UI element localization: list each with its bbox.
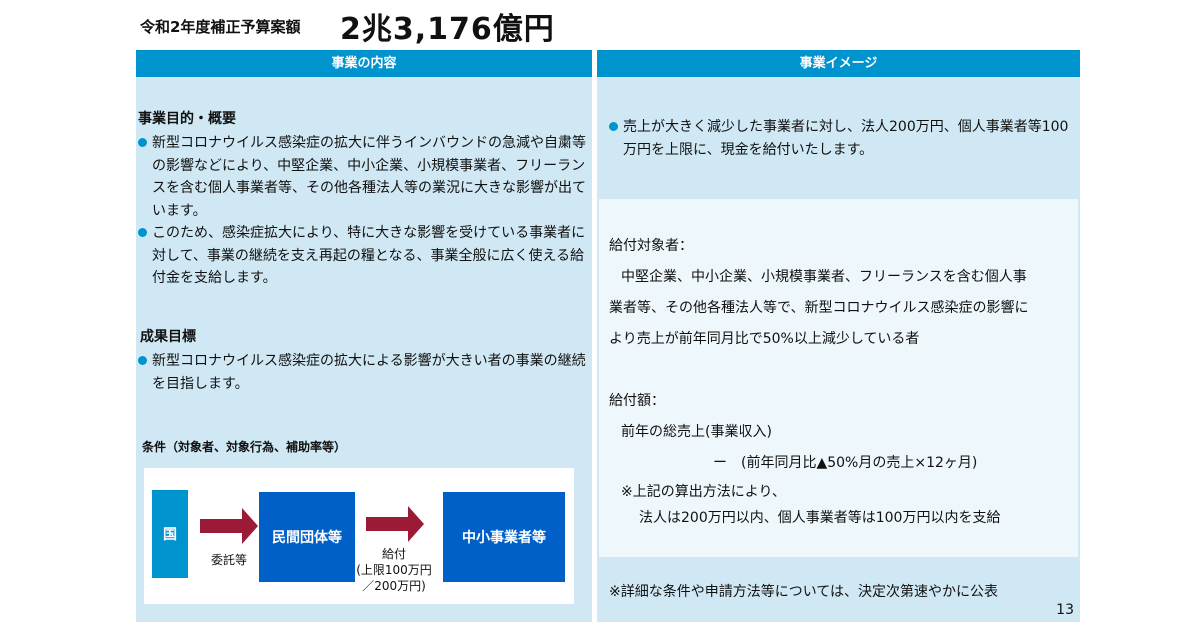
amount-note: 法人は200万円以内、個人事業者等は100万円以内を支給 bbox=[639, 510, 1001, 526]
flow-label-delegation: 委託等 bbox=[210, 553, 247, 567]
purpose-heading: 事業目的・概要 bbox=[138, 111, 236, 127]
arrow-icon bbox=[200, 508, 258, 544]
flow-label-payment: 給付 (上限100万円 ／200万円) bbox=[348, 546, 440, 594]
target-line: 業者等、その他各種法人等で、新型コロナウイルス感染症の影響に bbox=[609, 300, 1029, 316]
left-panel: 事業の内容 事業目的・概要 新型コロナウイルス感染症の拡大に伴うインバウンドの急… bbox=[136, 50, 592, 622]
goal-heading: 成果目標 bbox=[140, 329, 196, 345]
left-header: 事業の内容 bbox=[136, 50, 592, 77]
payment-limit: (上限100万円 bbox=[356, 563, 432, 577]
target-line: 中堅企業、中小企業、小規模事業者、フリーランスを含む個人事 bbox=[621, 269, 1027, 285]
goal-item: 新型コロナウイルス感染症の拡大による影響が大きい者の事業の継続を目指します。 bbox=[136, 350, 586, 395]
purpose-item: 新型コロナウイルス感染症の拡大に伴うインバウンドの急減や自粛等の影響などにより、… bbox=[136, 132, 586, 222]
details-box: 給付対象者： 中堅企業、中小企業、小規模事業者、フリーランスを含む個人事 業者等… bbox=[599, 199, 1078, 557]
page-number: 13 bbox=[1056, 602, 1074, 618]
budget-label: 令和2年度補正予算案額 bbox=[140, 18, 301, 36]
payment-label: 給付 bbox=[381, 547, 406, 561]
conditions-heading: 条件（対象者、対象行為、補助率等） bbox=[142, 440, 347, 454]
budget-amount: 2兆3,176億円 bbox=[340, 12, 555, 47]
footer-note: ※詳細な条件や申請方法等については、決定次第速やかに公表 bbox=[609, 584, 999, 600]
flow-diagram: 国 委託等 民間団体等 給付 (上限100万円 ／200万円) 中小事業者等 bbox=[144, 468, 574, 604]
amount-formula-line: ー (前年同月比▲50%月の売上×12ヶ月) bbox=[713, 455, 978, 471]
amount-formula-line: 前年の総売上(事業収入) bbox=[621, 424, 772, 440]
flow-box-smes: 中小事業者等 bbox=[443, 492, 565, 582]
right-panel: 事業イメージ 売上が大きく減少した事業者に対し、法人200万円、個人事業者等10… bbox=[597, 50, 1080, 622]
amount-note: ※上記の算出方法により、 bbox=[621, 484, 786, 500]
target-line: より売上が前年同月比で50%以上減少している者 bbox=[609, 331, 920, 347]
arrow-icon bbox=[366, 506, 424, 542]
right-header: 事業イメージ bbox=[597, 50, 1080, 77]
purpose-item: このため、感染症拡大により、特に大きな影響を受けている事業者に対して、事業の継続… bbox=[136, 222, 586, 290]
flow-box-private-org: 民間団体等 bbox=[259, 492, 355, 582]
payment-limit-corp: ／200万円) bbox=[362, 579, 426, 593]
target-heading: 給付対象者： bbox=[609, 238, 693, 254]
flow-box-government: 国 bbox=[152, 490, 188, 578]
summary-item: 売上が大きく減少した事業者に対し、法人200万円、個人事業者等100万円を上限に… bbox=[607, 116, 1077, 161]
amount-heading: 給付額： bbox=[609, 393, 665, 409]
